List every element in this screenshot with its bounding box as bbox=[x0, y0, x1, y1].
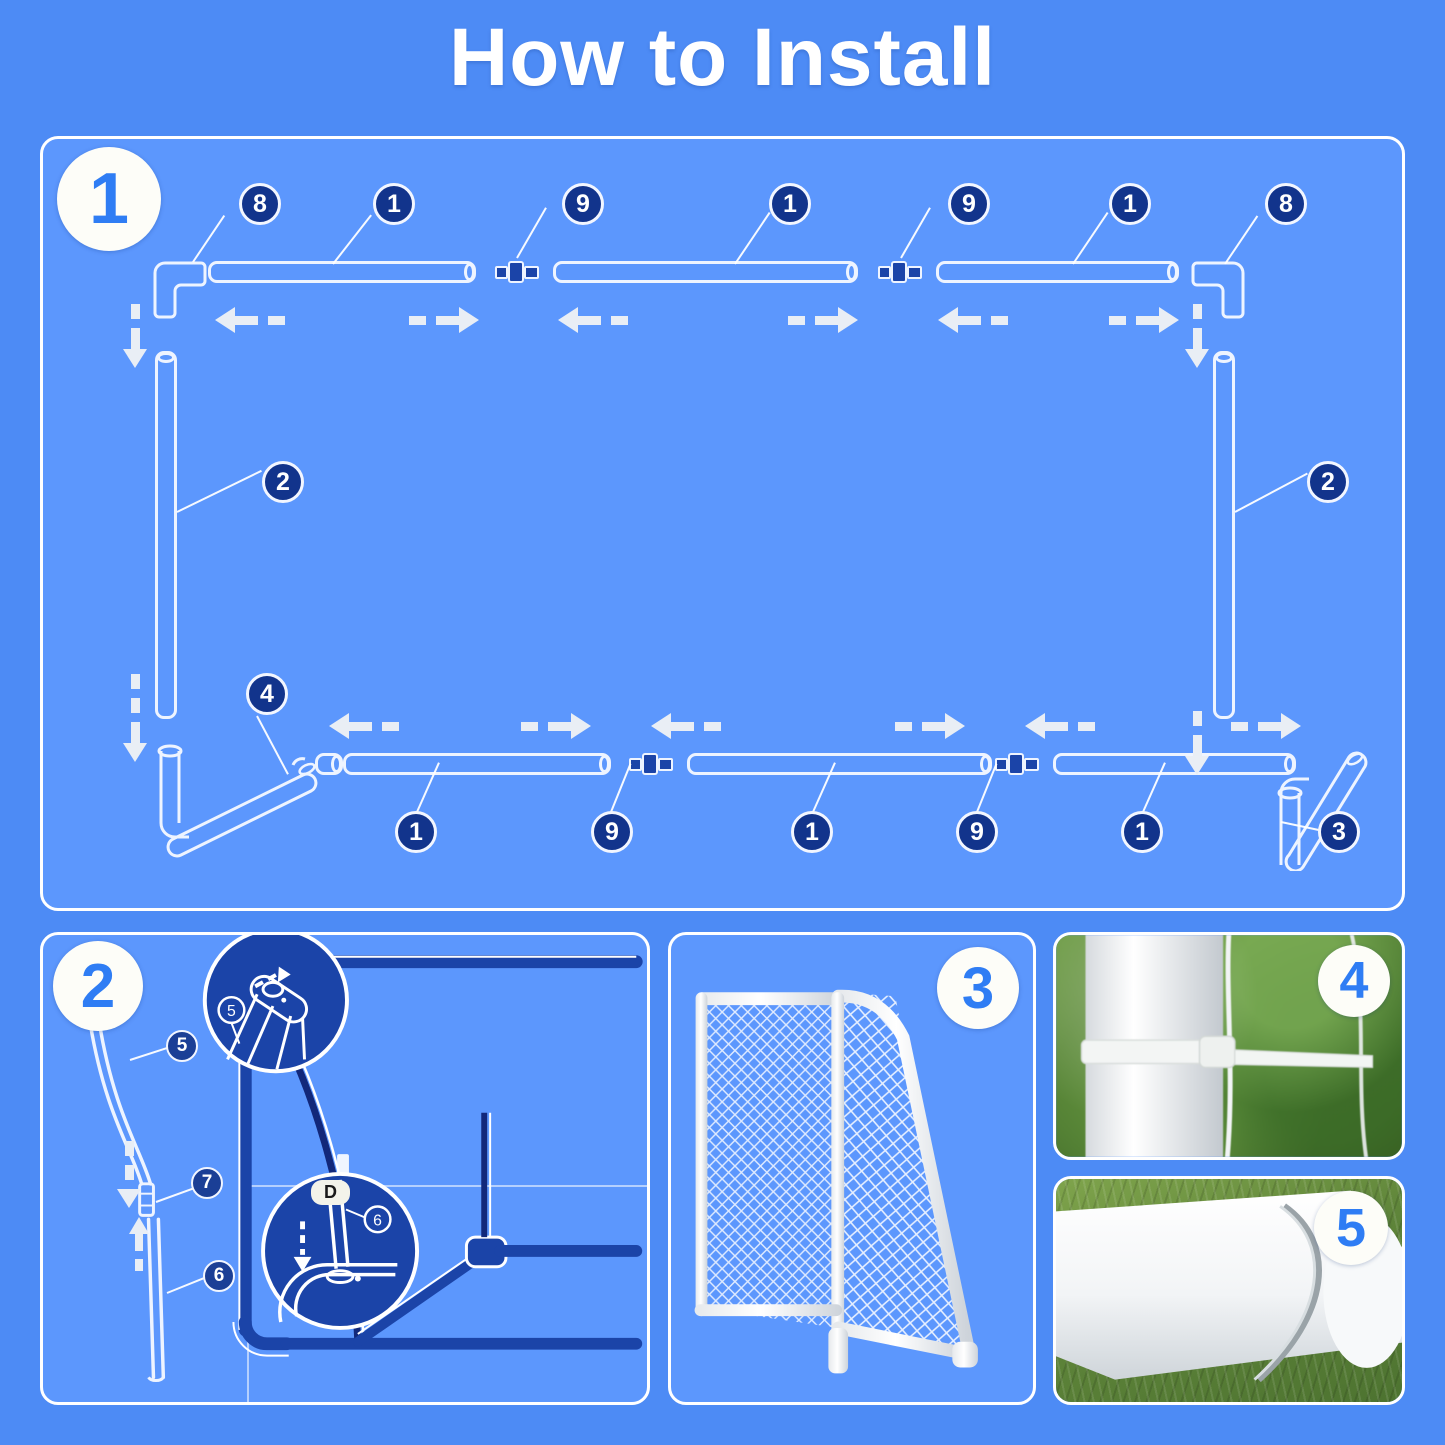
soccer-goal-illustration bbox=[694, 989, 978, 1374]
callout-part-9-top-2: 9 bbox=[948, 183, 990, 225]
detail-callout-5-text: 5 bbox=[227, 1003, 236, 1020]
leader-9-top-1 bbox=[516, 207, 547, 259]
step-4-panel: 4 bbox=[1053, 932, 1405, 1160]
leader-1-top-1 bbox=[332, 214, 372, 265]
callout-part-1-top-1: 1 bbox=[373, 183, 415, 225]
callout-part-1-bottom-2: 1 bbox=[791, 811, 833, 853]
arrow-rod-down bbox=[117, 1141, 141, 1208]
callout-part-9-bottom-2: 9 bbox=[956, 811, 998, 853]
brace-left-socket bbox=[315, 753, 343, 775]
page-title: How to Install bbox=[449, 12, 996, 103]
detail-circle-part-5: 5 bbox=[202, 935, 349, 1074]
arrow-right-top-1 bbox=[409, 307, 479, 333]
callout-part-9-bottom-1: 9 bbox=[591, 811, 633, 853]
callout-part-5: 5 bbox=[166, 1030, 198, 1062]
post-right bbox=[1213, 351, 1235, 719]
leader-1-top-3 bbox=[1072, 212, 1109, 265]
step-5-panel: 5 bbox=[1053, 1176, 1405, 1405]
leader-1-top-2 bbox=[734, 212, 771, 265]
leader-9-top-2 bbox=[900, 207, 931, 259]
panel2-divider-horizontal bbox=[247, 1185, 647, 1187]
tube-bottom-2 bbox=[687, 753, 992, 775]
leader-2-left bbox=[176, 469, 262, 513]
leader-8-left bbox=[192, 215, 226, 263]
leader-2-right bbox=[1234, 472, 1308, 513]
coupler-bottom-2 bbox=[995, 753, 1039, 775]
arrow-left-top-2 bbox=[558, 307, 628, 333]
tube-top-2 bbox=[553, 261, 858, 283]
step-2-badge: 2 bbox=[53, 941, 143, 1031]
callout-part-6: 6 bbox=[203, 1260, 235, 1292]
callout-part-9-top-1: 9 bbox=[562, 183, 604, 225]
step-1-badge: 1 bbox=[57, 147, 161, 251]
arrow-right-top-2 bbox=[788, 307, 858, 333]
tube-top-1 bbox=[208, 261, 476, 283]
leader-9-bottom-1 bbox=[610, 763, 632, 813]
post-left bbox=[155, 351, 177, 719]
base-brace-left bbox=[157, 744, 318, 858]
section-label-d: D bbox=[311, 1180, 350, 1205]
corner-elbow-top-left bbox=[153, 261, 207, 319]
arrow-right-bottom-1 bbox=[521, 713, 591, 739]
step-5-badge: 5 bbox=[1314, 1191, 1388, 1265]
coupler-top-2 bbox=[878, 261, 922, 283]
step-3-badge: 3 bbox=[937, 947, 1019, 1029]
arrow-left-bottom-2 bbox=[651, 713, 721, 739]
callout-part-2-right: 2 bbox=[1307, 461, 1349, 503]
callout-part-2-left: 2 bbox=[262, 461, 304, 503]
tube-top-3 bbox=[936, 261, 1179, 283]
coupler-top-1 bbox=[495, 261, 539, 283]
goal-photo bbox=[671, 935, 1033, 1402]
detail-circle-part-6: 6 bbox=[261, 1171, 420, 1330]
callout-part-1-bottom-3: 1 bbox=[1121, 811, 1163, 853]
arrow-left-top-3 bbox=[938, 307, 1008, 333]
zip-tie-illustration bbox=[1080, 935, 1374, 1157]
arrow-left-bottom-3 bbox=[1025, 713, 1095, 739]
arrow-left-bottom-1 bbox=[329, 713, 399, 739]
tube-bottom-1 bbox=[343, 753, 611, 775]
callout-part-1-bottom-1: 1 bbox=[395, 811, 437, 853]
callout-part-3: 3 bbox=[1318, 811, 1360, 853]
corner-elbow-top-right bbox=[1191, 261, 1245, 319]
arrow-right-bottom-2 bbox=[895, 713, 965, 739]
arrow-down-right bbox=[1185, 304, 1209, 368]
callout-part-1-top-3: 1 bbox=[1109, 183, 1151, 225]
base-brace-right bbox=[1277, 751, 1368, 871]
arrow-down-left-2 bbox=[123, 674, 147, 762]
step-3-panel: 3 bbox=[668, 932, 1036, 1405]
detail-callout-6-text: 6 bbox=[373, 1212, 382, 1229]
arrow-right-top-3 bbox=[1109, 307, 1179, 333]
arrow-down-right-2 bbox=[1185, 711, 1209, 775]
tube-bottom-3 bbox=[1053, 753, 1296, 775]
step-2-panel: 2 5 7 6 D bbox=[40, 932, 650, 1405]
step-4-badge: 4 bbox=[1318, 945, 1390, 1017]
callout-part-8-left: 8 bbox=[239, 183, 281, 225]
callout-part-4: 4 bbox=[246, 673, 288, 715]
callout-part-8-right: 8 bbox=[1265, 183, 1307, 225]
arrow-left-top-1 bbox=[215, 307, 285, 333]
step-1-panel: 1 8 1 9 1 9 1 8 bbox=[40, 136, 1405, 911]
callout-part-1-top-2: 1 bbox=[769, 183, 811, 225]
arrow-right-bottom-3 bbox=[1231, 713, 1301, 739]
arrow-down-left bbox=[123, 304, 147, 368]
curved-rod-diagram bbox=[88, 1020, 166, 1382]
arrow-rod-up bbox=[129, 1217, 149, 1271]
callout-part-7: 7 bbox=[191, 1167, 223, 1199]
coupler-bottom-1 bbox=[629, 753, 673, 775]
